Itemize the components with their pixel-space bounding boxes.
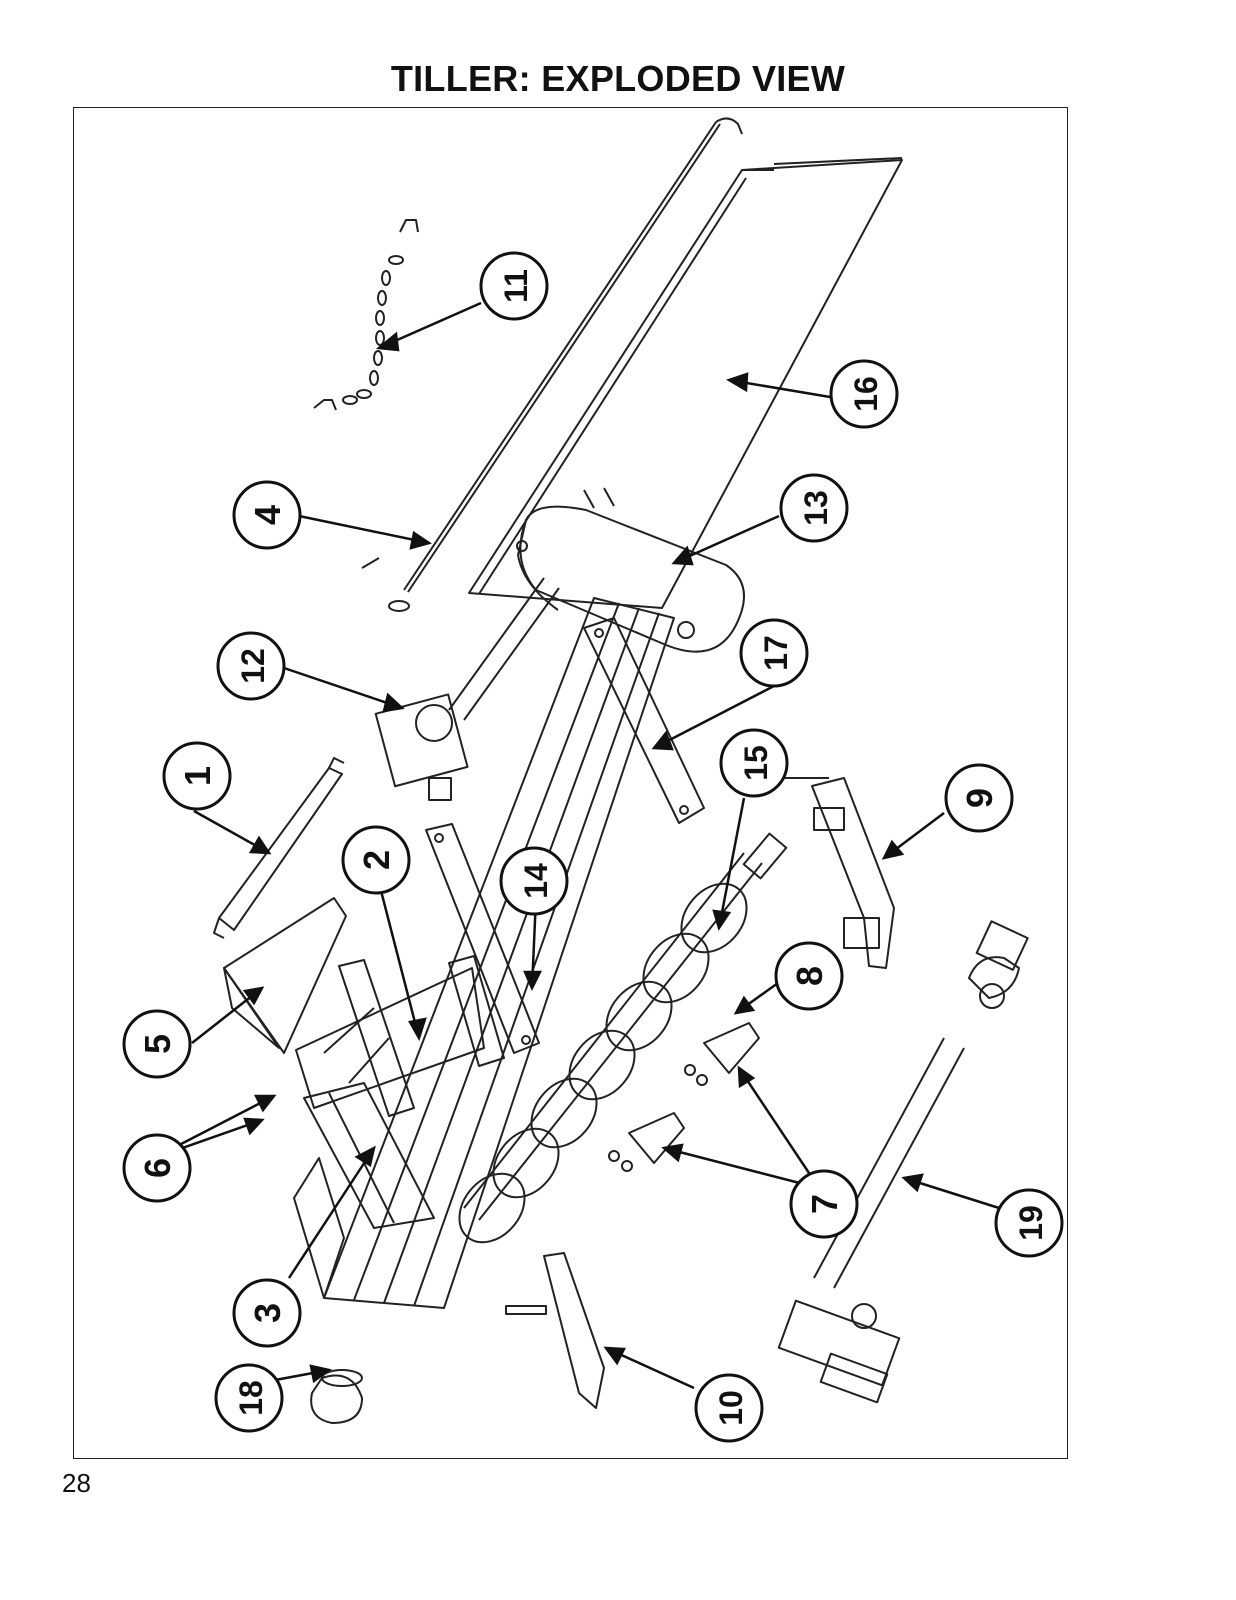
callout-15: 15 — [738, 745, 774, 781]
gear-cover — [516, 487, 745, 653]
callout-13: 13 — [798, 490, 834, 526]
page-number: 28 — [62, 1468, 91, 1498]
callout-19: 19 — [1013, 1205, 1049, 1241]
callout-3: 3 — [247, 1303, 288, 1323]
exploded-view-diagram: 1 2 3 4 5 6 7 8 9 10 11 12 13 14 15 16 1… — [122, 117, 1064, 1443]
rotor-shaft — [458, 832, 788, 1244]
callout-4: 4 — [247, 505, 288, 525]
main-frame — [293, 597, 675, 1309]
hitch-plate — [295, 955, 505, 1117]
callout-17: 17 — [758, 635, 794, 671]
callout-10: 10 — [713, 1390, 749, 1426]
top-brace — [213, 757, 345, 939]
callout-2: 2 — [356, 850, 397, 870]
callout-16: 16 — [848, 376, 884, 412]
callout-5: 5 — [137, 1034, 178, 1054]
callout-12: 12 — [235, 648, 271, 684]
gearbox — [374, 577, 560, 801]
pto-driveshaft — [777, 920, 1029, 1404]
callout-8: 8 — [789, 966, 830, 986]
tiller-blades — [608, 1022, 760, 1172]
top-link-bracket — [223, 897, 347, 1054]
side-skid — [774, 777, 895, 969]
chain — [313, 219, 419, 411]
diagram-frame: 1 2 3 4 5 6 7 8 9 10 11 12 13 14 15 16 1… — [73, 107, 1068, 1459]
callout-18: 18 — [233, 1380, 269, 1416]
callout-14: 14 — [518, 863, 554, 899]
callout-6: 6 — [137, 1158, 178, 1178]
callout-9: 9 — [959, 788, 1000, 808]
adjustment-rod — [361, 117, 743, 612]
bearing-cap — [310, 1369, 363, 1424]
other-skid — [505, 1252, 605, 1409]
callout-11: 11 — [498, 269, 534, 303]
page-title: TILLER: EXPLODED VIEW — [390, 58, 846, 99]
callout-1: 1 — [177, 766, 218, 786]
side-bracket — [425, 823, 540, 1054]
callout-7: 7 — [804, 1194, 845, 1214]
rear-brace — [583, 617, 705, 824]
